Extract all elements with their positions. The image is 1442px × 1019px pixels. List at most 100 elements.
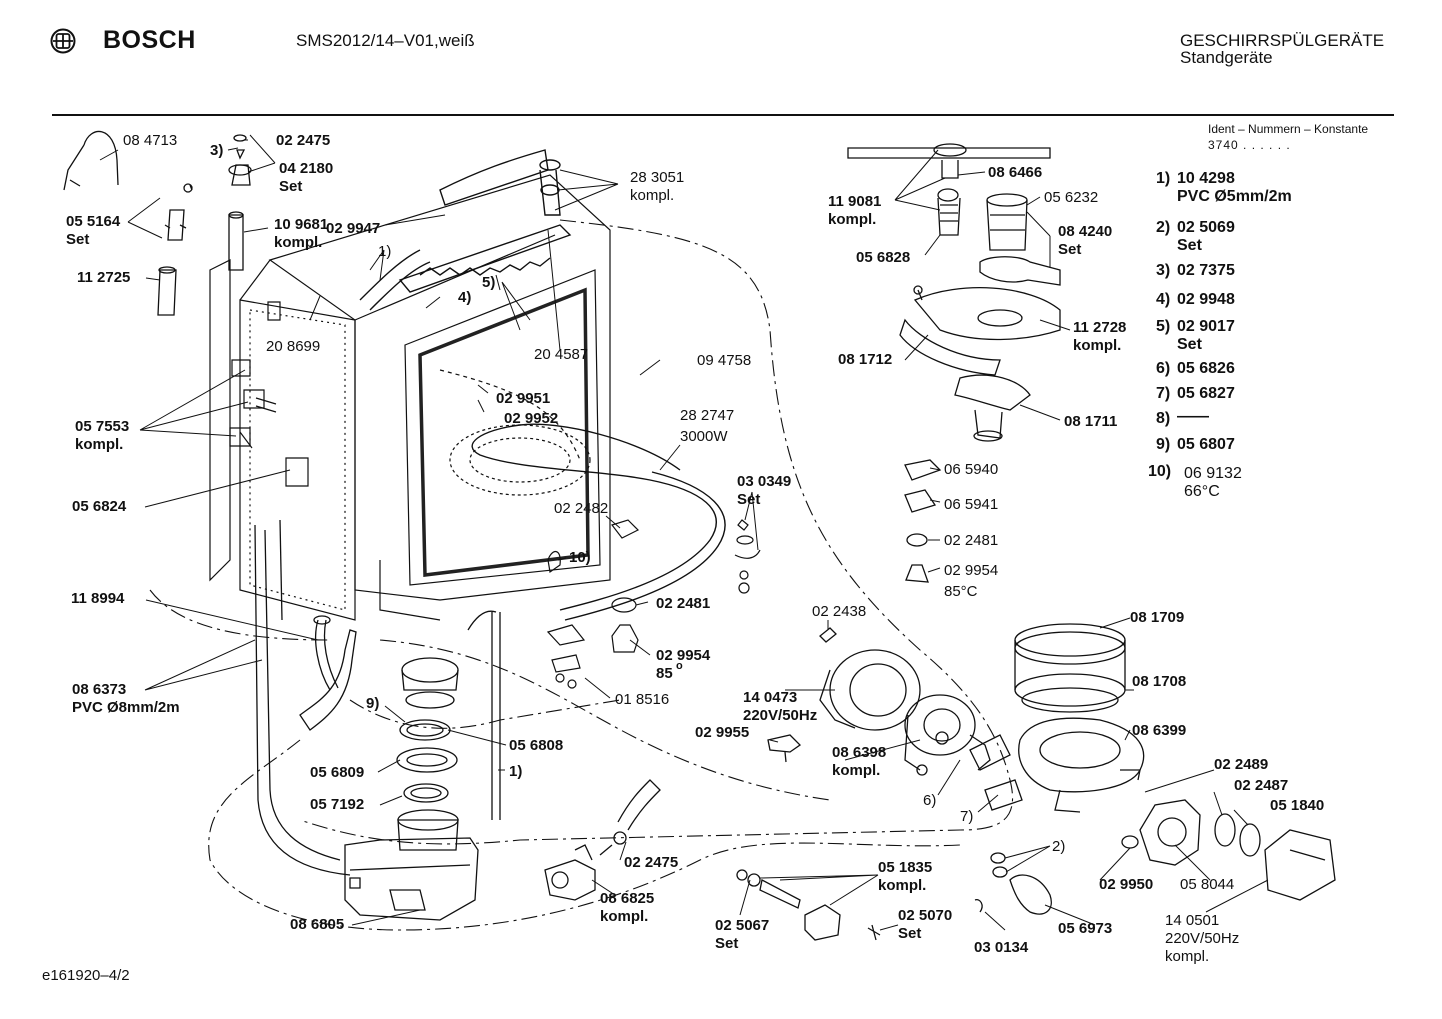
part-label: 02 2481: [944, 532, 999, 549]
part-label: 02 5067: [715, 917, 770, 934]
part-label: 02 2482: [554, 500, 609, 517]
upper-hoses: [360, 150, 570, 310]
ident-konstante: 3740 . . . . . .: [1208, 138, 1291, 152]
part-label: kompl.: [878, 877, 927, 894]
tub-outline: [300, 220, 1013, 844]
part-label: 02 9954: [944, 562, 999, 579]
part-label: PVC Ø8mm/2m: [72, 699, 180, 716]
part-label: 3): [210, 142, 224, 159]
part-label: kompl.: [1073, 337, 1122, 354]
ident-note: 66°C: [1184, 483, 1220, 500]
part-label: kompl.: [1165, 948, 1210, 965]
part-label: 05 1835: [878, 859, 933, 876]
part-label: 03 0349: [737, 473, 792, 490]
part-label: 05 7192: [310, 796, 365, 813]
ident-part: 02 9948: [1177, 291, 1235, 308]
tub-front-outline: [150, 590, 330, 640]
part-label: 02 2475: [276, 132, 331, 149]
part-label: o: [676, 660, 683, 672]
hose-fittings: [737, 870, 880, 940]
part-label: 08 6398: [832, 744, 887, 761]
bosch-logo-icon: [50, 28, 76, 54]
part-label: 02 2438: [812, 603, 867, 620]
part-label: 14 0473: [743, 689, 798, 706]
part-label: 06 5940: [944, 461, 999, 478]
ident-part: 02 7375: [1177, 262, 1235, 279]
header-divider: [52, 114, 1394, 116]
part-label: 02 2481: [656, 595, 711, 612]
category-title: GESCHIRRSPÜLGERÄTE: [1180, 31, 1385, 50]
part-label: 05 1840: [1270, 797, 1325, 814]
ident-num: 4): [1156, 291, 1171, 308]
part-label: 9): [366, 695, 380, 712]
sump-assembly: [345, 658, 478, 920]
part-label: 28 2747: [680, 407, 735, 424]
part-label: 220V/50Hz: [1165, 930, 1240, 947]
part-label: 05 6809: [310, 764, 365, 781]
part-label: 10): [569, 549, 591, 566]
spray-arm: [848, 144, 1060, 285]
part-label: 09 4758: [697, 352, 752, 369]
part-label: 05 6824: [72, 498, 127, 515]
dishwasher-tub: [210, 175, 610, 620]
part-label: 04 2180: [279, 160, 334, 177]
part-label: 05 8044: [1180, 876, 1235, 893]
part-label: 2): [1052, 838, 1066, 855]
part-label: 02 9947: [326, 220, 381, 237]
part-label: 6): [923, 792, 937, 809]
part-label: 05 5164: [66, 213, 121, 230]
ident-note: Set: [1177, 336, 1202, 353]
drain-pump: [545, 780, 660, 900]
ident-part: 02 5069: [1177, 219, 1235, 236]
part-label: Set: [715, 935, 739, 952]
ident-num: 9): [1156, 436, 1171, 453]
ident-part: ——: [1177, 408, 1209, 425]
part-label: Set: [1058, 241, 1082, 258]
part-label: kompl.: [828, 211, 877, 228]
part-label: 02 9950: [1099, 876, 1154, 893]
part-label: 85: [656, 665, 673, 682]
part-label: 14 0501: [1165, 912, 1220, 929]
part-label: 1): [378, 243, 392, 260]
part-label: 02 2487: [1234, 777, 1289, 794]
base-outline: [380, 640, 830, 800]
ident-part: 05 6827: [1177, 385, 1235, 402]
ident-num: 3): [1156, 262, 1171, 279]
part-label: 05 6828: [856, 249, 911, 266]
ident-num: 6): [1156, 360, 1171, 377]
ident-num: 10): [1148, 463, 1172, 480]
part-label: kompl.: [75, 436, 124, 453]
part-label: 20 4587: [534, 346, 589, 363]
ident-part: 10 4298: [1177, 170, 1235, 187]
footer-code: e161920–4/2: [42, 967, 130, 984]
filter-assembly: [900, 286, 1060, 582]
part-label: 5): [482, 274, 496, 291]
part-label: kompl.: [832, 762, 881, 779]
category-subtitle: Standgeräte: [1180, 48, 1273, 67]
part-label: 11 2728: [1073, 319, 1127, 336]
part-label: 02 9951: [496, 390, 551, 407]
part-label: 85°C: [944, 583, 978, 600]
part-label: 02 9954: [656, 647, 711, 664]
left-hoses: [64, 131, 500, 875]
ident-note: Set: [1177, 237, 1202, 254]
part-label: 08 6399: [1132, 722, 1187, 739]
part-label: 08 6466: [988, 164, 1043, 181]
part-label: 4): [458, 289, 472, 306]
panel-components: [230, 302, 308, 486]
base-outline-2: [209, 740, 960, 930]
part-label: 01 8516: [615, 691, 670, 708]
part-label: 05 6973: [1058, 920, 1113, 937]
part-label: 08 1709: [1130, 609, 1185, 626]
ident-part: 06 9132: [1184, 465, 1242, 482]
part-label: 06 5941: [944, 496, 999, 513]
ident-num: 2): [1156, 219, 1171, 236]
ident-part: 05 6807: [1177, 436, 1235, 453]
part-label: 10 9681: [274, 216, 329, 233]
part-label: 220V/50Hz: [743, 707, 818, 724]
part-label: 08 6805: [290, 916, 345, 933]
part-label: 08 6825: [600, 890, 655, 907]
heater-element: [472, 424, 725, 620]
part-label: kompl.: [274, 234, 323, 251]
